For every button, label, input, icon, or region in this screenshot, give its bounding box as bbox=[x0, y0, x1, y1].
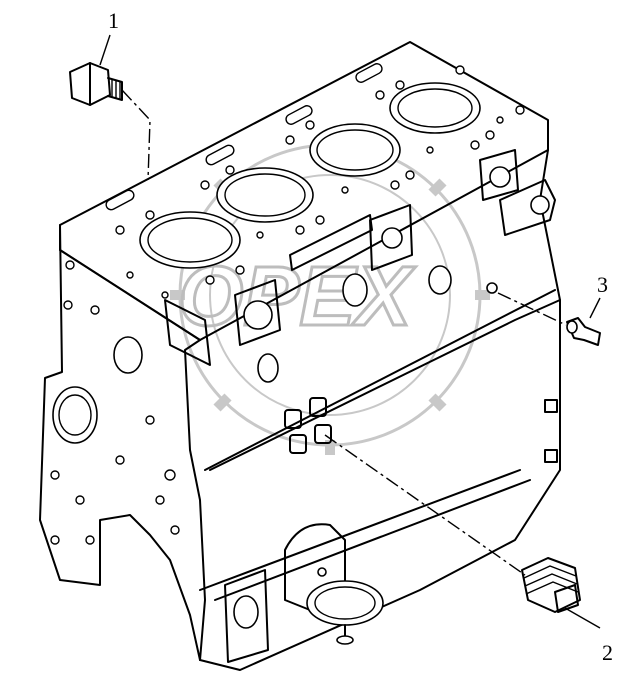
cylinder-bore-4 bbox=[389, 82, 481, 134]
opex-watermark: OPEX bbox=[170, 135, 490, 455]
cylinder-block bbox=[39, 41, 561, 671]
sensor-fitting bbox=[497, 292, 601, 346]
callout-1-label: 1 bbox=[108, 8, 119, 33]
cylinder-bore-3 bbox=[309, 123, 401, 177]
cylinder-bore-2 bbox=[216, 167, 314, 223]
side-drain-plug bbox=[324, 434, 601, 629]
callout-3-label: 3 bbox=[597, 272, 608, 297]
cylinder-bore-1 bbox=[139, 211, 241, 269]
cylinder-block-plug bbox=[69, 34, 151, 181]
callout-2-label: 2 bbox=[602, 640, 613, 665]
